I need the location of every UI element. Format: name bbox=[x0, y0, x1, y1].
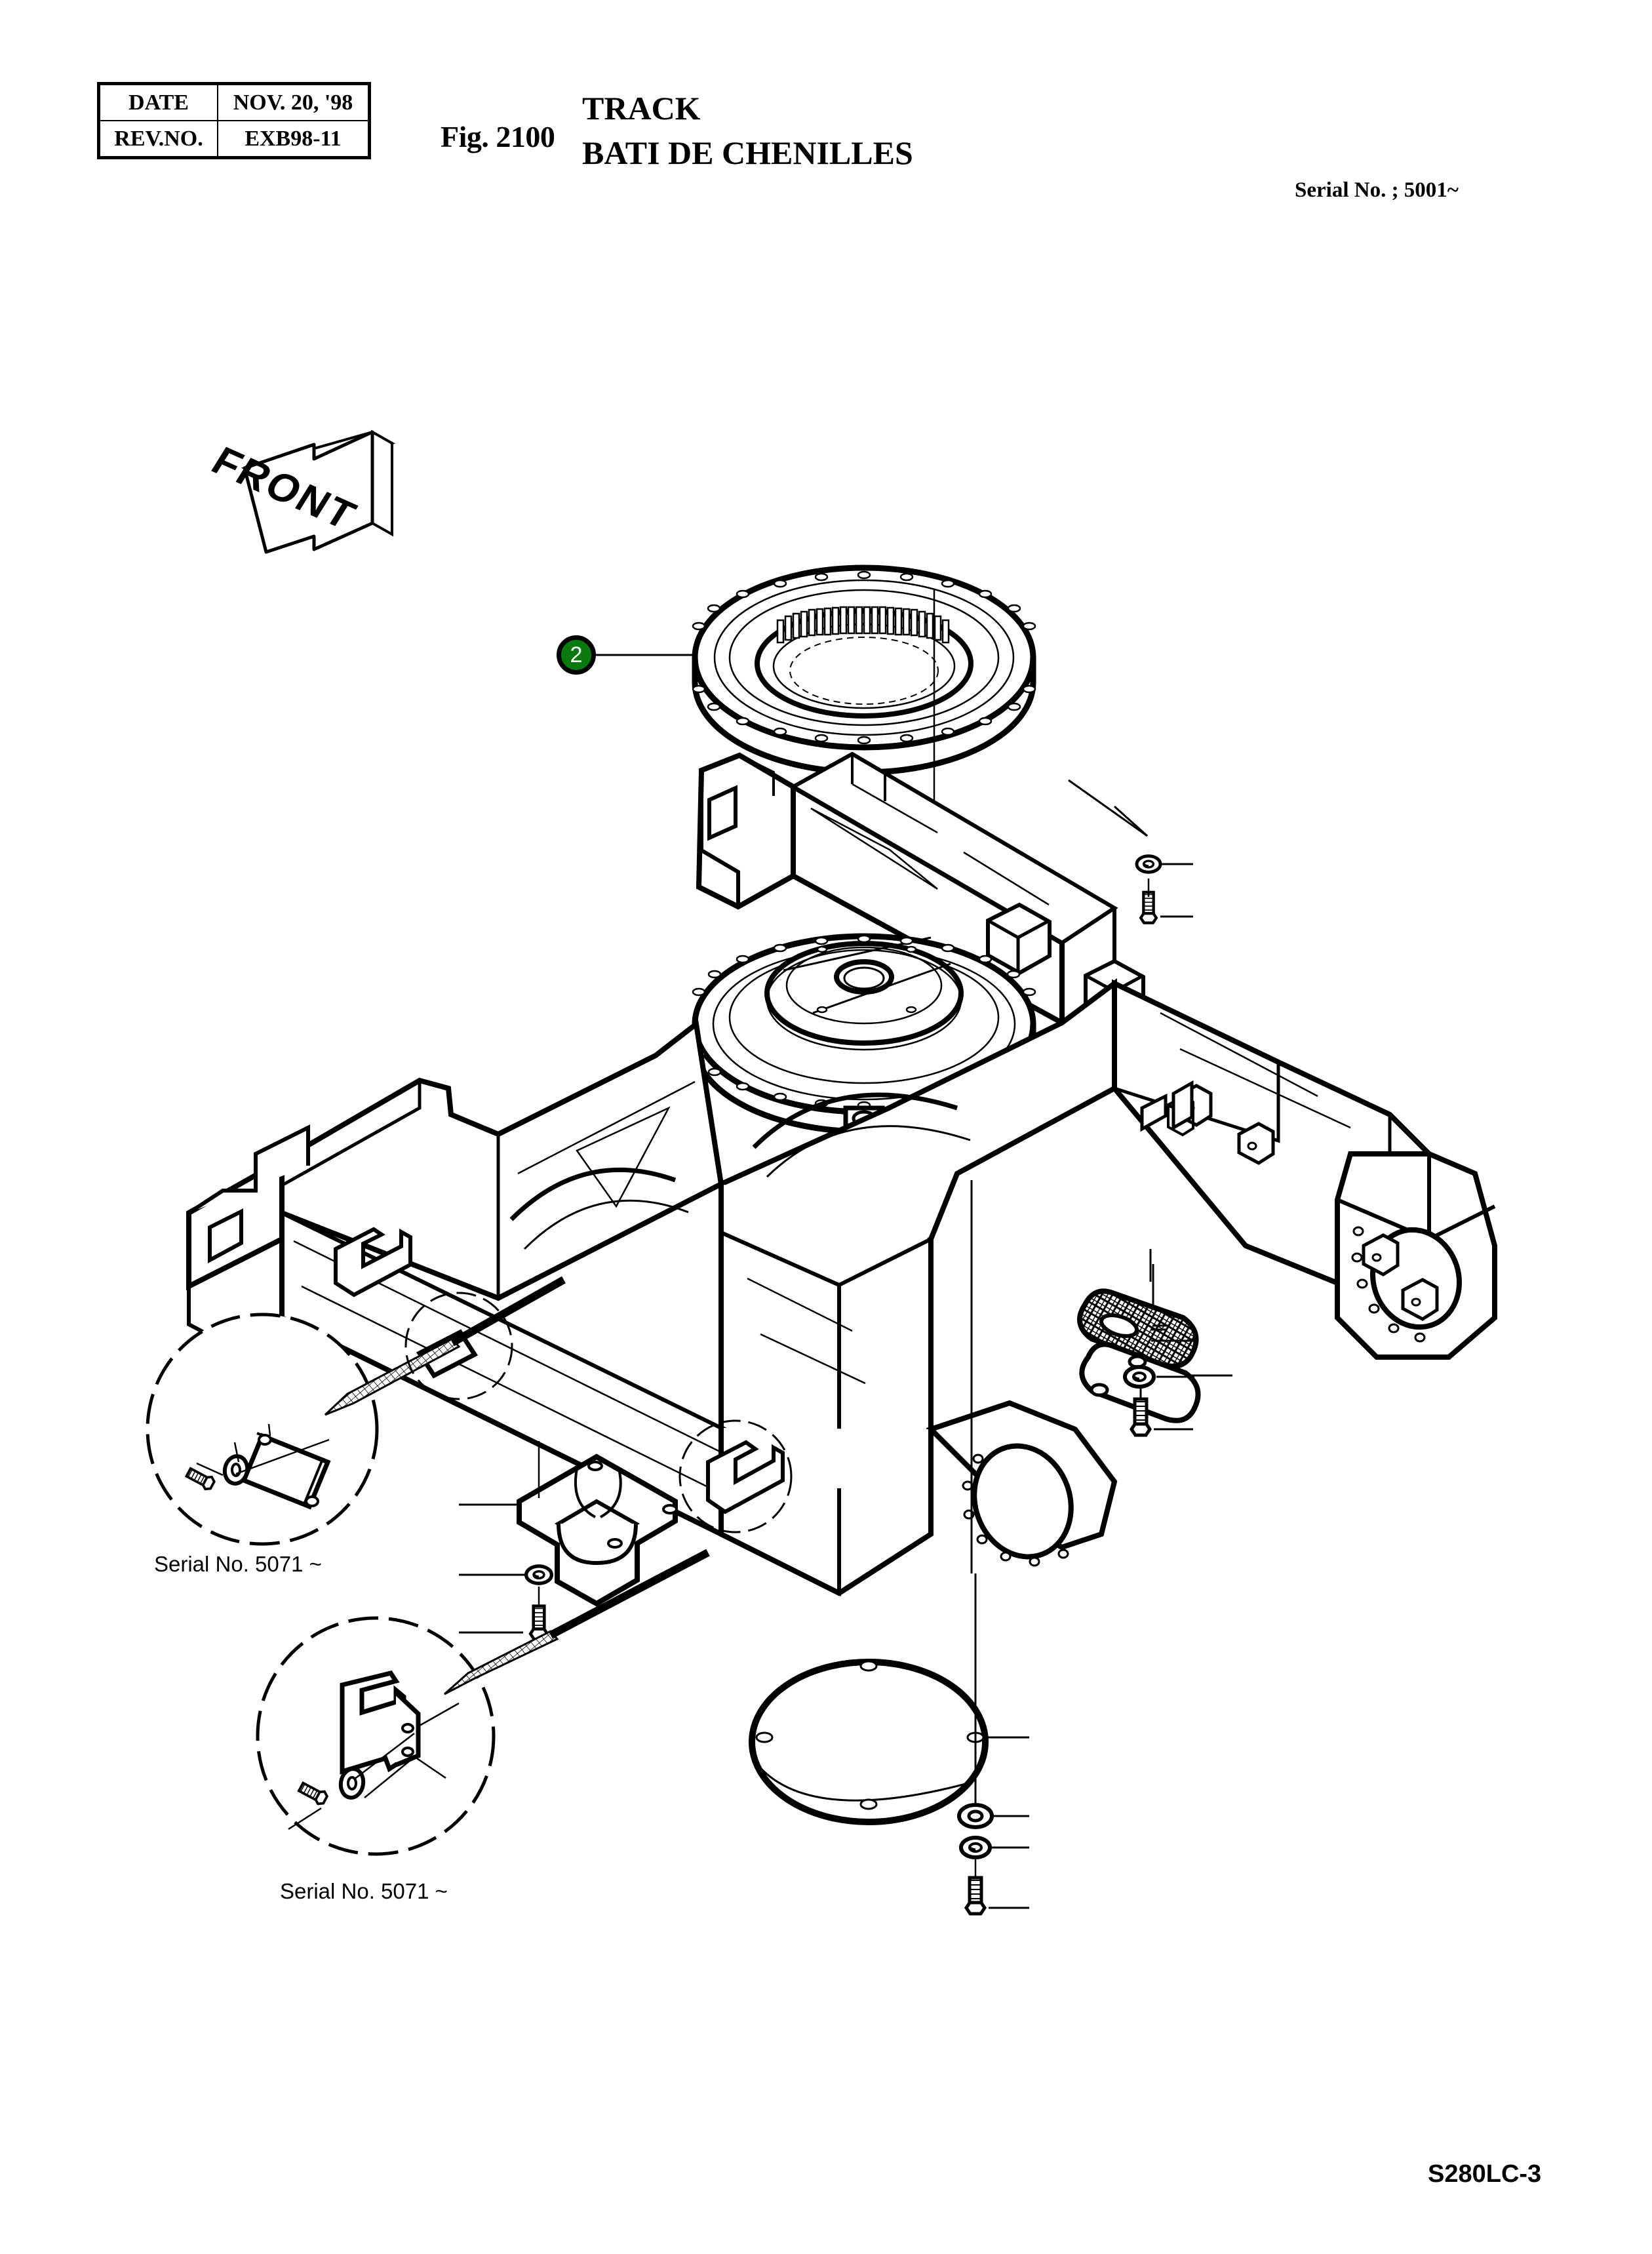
revno-label: REV.NO. bbox=[98, 120, 218, 159]
gear-teeth bbox=[776, 606, 950, 644]
revision-table: DATE NOV. 20, '98 REV.NO. EXB98-11 bbox=[97, 82, 371, 160]
figure-number: Fig. 2100 bbox=[441, 120, 555, 153]
revision-row-date: DATE NOV. 20, '98 bbox=[98, 83, 370, 122]
side-cover-assembly bbox=[1077, 1249, 1232, 1435]
callout-balloon-2-number: 2 bbox=[570, 643, 583, 667]
detail-2-caption: Serial No. 5071 ~ bbox=[280, 1879, 448, 1903]
detail-view-2 bbox=[256, 1549, 710, 1856]
track-frame-body bbox=[186, 751, 1497, 1596]
revno-value: EXB98-11 bbox=[217, 120, 370, 159]
page-title-en: TRACK bbox=[582, 90, 701, 127]
detail-location-markers bbox=[404, 1292, 793, 1533]
upper-frame-fastener bbox=[1068, 779, 1193, 923]
footer-model-code: S280LC-3 bbox=[1428, 2160, 1542, 2188]
ring-bolt-holes bbox=[692, 570, 1036, 745]
detail-view-1 bbox=[146, 1276, 566, 1546]
front-direction-arrow: FRONT bbox=[204, 429, 396, 554]
page-title-fr: BATI DE CHENILLES bbox=[582, 134, 913, 171]
serial-range-note: Serial No. ; 5001~ bbox=[1295, 178, 1459, 202]
detail-1-caption: Serial No. 5071 ~ bbox=[154, 1552, 322, 1576]
date-label: DATE bbox=[98, 83, 218, 122]
revision-row-revno: REV.NO. EXB98-11 bbox=[98, 120, 370, 159]
swing-bearing-ring bbox=[596, 564, 1036, 1003]
callout-balloon-2[interactable]: 2 bbox=[557, 635, 596, 675]
bottom-cover-assembly bbox=[749, 1573, 1029, 1914]
date-value: NOV. 20, '98 bbox=[217, 83, 370, 122]
center-bracket-assembly bbox=[459, 1441, 678, 1639]
